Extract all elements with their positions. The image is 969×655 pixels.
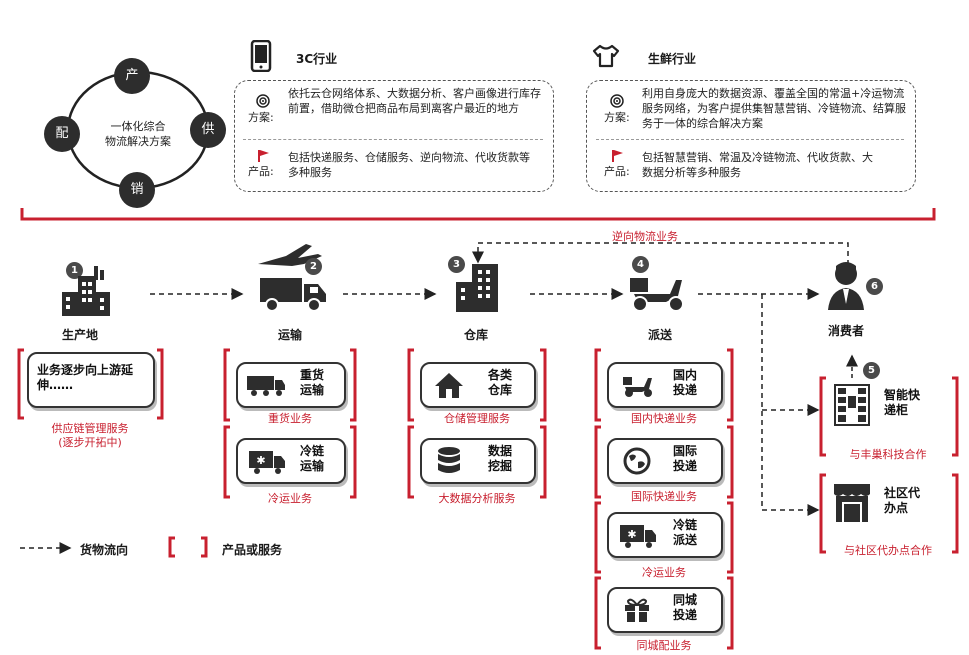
- community-store-card: 社区代办点: [828, 480, 946, 526]
- divider: [243, 139, 543, 140]
- cold-delivery-caption: 冷运业务: [642, 566, 686, 579]
- community-store-title: 社区代办点: [884, 486, 921, 515]
- industry-fresh-solution-text: 利用自身庞大的数据资源、覆盖全国的常温+冷运物流服务网络，为客户提供集智慧营销、…: [642, 87, 906, 130]
- building-icon: [452, 260, 502, 318]
- scooter-icon: [626, 270, 690, 318]
- international-delivery-card: 国际投递: [607, 438, 723, 484]
- stage-badge-3: 3: [448, 256, 465, 273]
- cold-transport-card: ✱ 冷链运输: [236, 438, 346, 484]
- cycle-center-line2: 物流解决方案: [105, 135, 171, 148]
- data-mining-title: 数据挖掘: [488, 444, 513, 473]
- cold-truck-icon: ✱: [619, 523, 657, 553]
- same-city-delivery-title: 同城投递: [673, 593, 698, 622]
- legend-flow-label: 货物流向: [80, 543, 129, 557]
- cycle-center-line1: 一体化综合: [110, 120, 166, 133]
- smart-locker-caption: 与丰巢科技合作: [849, 448, 927, 461]
- scooter-icon: [621, 374, 655, 402]
- flag-icon: [611, 148, 625, 167]
- factory-icon: [58, 262, 114, 322]
- industry-3c-solution-text: 依托云仓网络体系、大数据分析、客户画像进行库存前置，借助微仓把商品布局到离客户最…: [288, 87, 541, 115]
- tshirt-icon: [592, 44, 620, 72]
- warehouse-card-title: 各类仓库: [488, 368, 513, 397]
- heavy-truck-icon: [246, 373, 286, 401]
- gift-icon: [623, 595, 651, 627]
- international-delivery-caption: 国际快递业务: [631, 490, 697, 503]
- stage-label-production: 生产地: [61, 328, 98, 342]
- industry-fresh-product-label: 产品:: [604, 165, 630, 178]
- stage-label-consumer: 消费者: [827, 324, 864, 338]
- cold-delivery-card: ✱ 冷链派送: [607, 512, 723, 558]
- smart-locker-card: 智能快递柜: [828, 382, 946, 428]
- warehouse-card: 各类仓库: [420, 362, 536, 408]
- flag-icon: [257, 148, 271, 167]
- house-icon: [434, 371, 464, 403]
- industry-fresh-box: [586, 80, 916, 192]
- industry-3c-solution-label: 方案:: [248, 111, 274, 124]
- cycle-node-sales: 销: [119, 172, 155, 208]
- phone-icon: [250, 39, 272, 76]
- industry-3c-title: 3C行业: [296, 52, 338, 66]
- cold-transport-title: 冷链运输: [300, 444, 325, 473]
- stage-badge-5: 5: [863, 362, 880, 379]
- divider: [596, 139, 904, 140]
- stage-badge-1: 1: [66, 262, 83, 279]
- domestic-delivery-caption: 国内快递业务: [631, 412, 697, 425]
- cycle-node-production: 产: [114, 58, 150, 94]
- stage-label-warehouse: 仓库: [463, 328, 488, 342]
- industry-3c-product-label: 产品:: [248, 165, 274, 178]
- stage-label-transport: 运输: [277, 328, 302, 342]
- industry-fresh-product-text: 包括智慧营销、常温及冷链物流、代收货款、大数据分析等多种服务: [642, 151, 873, 179]
- smart-locker-title: 智能快递柜: [884, 388, 921, 417]
- locker-icon: [834, 384, 870, 430]
- svg-text:✱: ✱: [627, 528, 636, 541]
- heavy-transport-title: 重货运输: [300, 368, 325, 397]
- globe-icon: [623, 447, 651, 479]
- production-caption-1: 供应链管理服务: [51, 422, 129, 435]
- warehouse-caption: 仓储管理服务: [444, 412, 510, 425]
- cycle-center-text: 一体化综合 物流解决方案: [94, 119, 182, 149]
- stage-badge-6: 6: [866, 278, 883, 295]
- cycle-node-supply: 供: [190, 112, 226, 148]
- target-icon: [610, 93, 624, 112]
- target-icon: [256, 93, 270, 112]
- data-mining-caption: 大数据分析服务: [438, 492, 516, 505]
- cold-truck-icon: ✱: [248, 449, 286, 479]
- industry-fresh-title: 生鲜行业: [648, 52, 697, 66]
- svg-text:✱: ✱: [256, 454, 265, 467]
- production-card: 业务逐步向上游延伸……: [27, 352, 155, 408]
- cycle-node-distribution: 配: [44, 116, 80, 152]
- top-bracket: [20, 208, 936, 221]
- stage-badge-2: 2: [305, 258, 322, 275]
- stage-badge-4: 4: [632, 256, 649, 273]
- stage-label-delivery: 派送: [647, 328, 672, 342]
- international-delivery-title: 国际投递: [673, 444, 698, 473]
- person-icon: [826, 260, 866, 316]
- community-store-caption: 与社区代办点合作: [844, 544, 932, 557]
- cold-transport-caption: 冷运业务: [268, 492, 312, 505]
- production-caption-2: (逐步开拓中): [58, 436, 122, 449]
- heavy-transport-card: 重货运输: [236, 362, 346, 408]
- domestic-delivery-title: 国内投递: [673, 368, 698, 397]
- legend-bracket-label: 产品或服务: [222, 543, 283, 557]
- same-city-delivery-card: 同城投递: [607, 587, 723, 633]
- industry-3c-box: [234, 80, 554, 192]
- cold-delivery-title: 冷链派送: [673, 518, 698, 547]
- data-mining-card: 数据挖掘: [420, 438, 536, 484]
- heavy-transport-caption: 重货业务: [268, 412, 312, 425]
- domestic-delivery-card: 国内投递: [607, 362, 723, 408]
- industry-fresh-solution-label: 方案:: [604, 111, 630, 124]
- same-city-delivery-caption: 同城配业务: [636, 639, 692, 652]
- industry-3c-product-text: 包括快递服务、仓储服务、逆向物流、代收货款等多种服务: [288, 151, 530, 179]
- reverse-logistics-label: 逆向物流业务: [612, 230, 678, 243]
- production-card-text: 业务逐步向上游延伸……: [37, 363, 134, 392]
- store-icon: [832, 482, 872, 528]
- plane-truck-icon: [248, 240, 332, 318]
- database-icon: [436, 446, 462, 480]
